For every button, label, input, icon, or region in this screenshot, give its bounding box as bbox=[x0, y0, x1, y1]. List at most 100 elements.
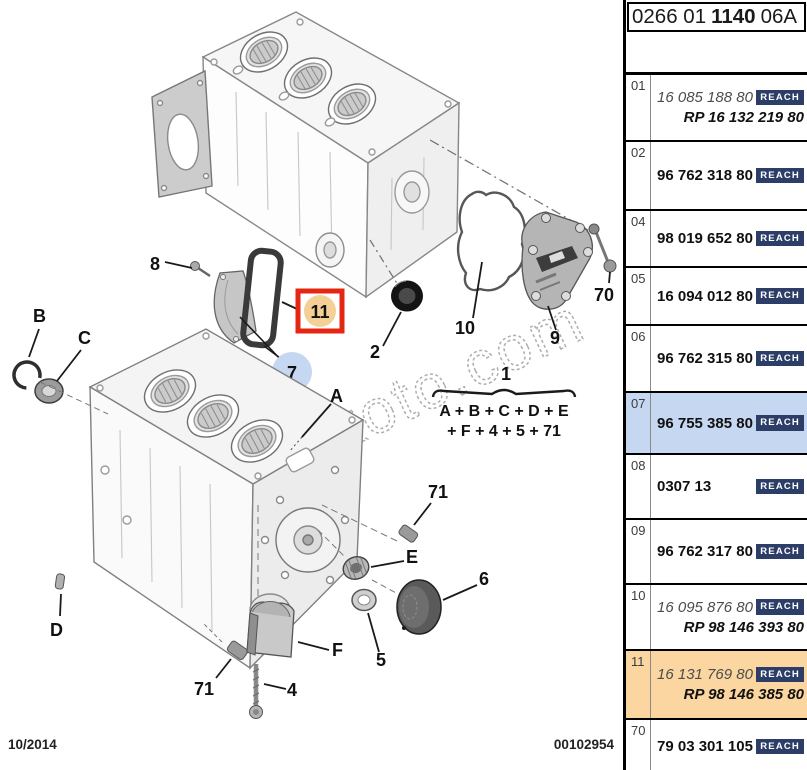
callout-C-label[interactable]: C bbox=[78, 328, 91, 348]
callout-11-label[interactable]: 11 bbox=[310, 302, 329, 322]
table-row-11-selected[interactable]: 11 16 131 769 80 REACH RP 98 146 385 80 bbox=[626, 651, 807, 720]
replacement-part-number: RP 98 146 385 80 bbox=[683, 686, 804, 703]
issue-date: 10/2014 bbox=[8, 737, 57, 752]
table-row-08[interactable]: 08 0307 13 REACH bbox=[626, 455, 807, 520]
table-row-70[interactable]: 70 79 03 301 105 REACH bbox=[626, 720, 807, 770]
exploded-view-diagram: duyukoto.com bbox=[8, 11, 617, 752]
assembly-formula: A + B + C + D + E + F + 4 + 5 + 71 bbox=[431, 388, 577, 440]
callout-71-bottom-label[interactable]: 71 bbox=[194, 679, 214, 699]
callout-F-label[interactable]: F bbox=[332, 640, 343, 660]
reach-badge[interactable]: REACH bbox=[756, 738, 804, 755]
stud-71-bottom-drawing bbox=[226, 640, 248, 660]
part-number: 96 755 385 80 bbox=[657, 414, 753, 432]
callout-1-label[interactable]: 1 bbox=[501, 364, 511, 384]
replacement-part-number: RP 16 132 219 80 bbox=[683, 109, 804, 126]
callout-6-label[interactable]: 6 bbox=[479, 569, 489, 589]
reach-badge[interactable]: REACH bbox=[756, 89, 804, 106]
callout-9-label[interactable]: 9 bbox=[550, 328, 560, 348]
callout-7-label[interactable]: 7 bbox=[287, 363, 297, 383]
row-index: 70 bbox=[626, 720, 651, 770]
part-number: 0307 13 bbox=[657, 478, 712, 495]
timing-gasket-drawing bbox=[456, 190, 526, 292]
callout-2-label[interactable]: 2 bbox=[370, 342, 380, 362]
part-number: 96 762 318 80 bbox=[657, 167, 753, 184]
bolt-70-drawing bbox=[588, 223, 617, 284]
row-index: 11 bbox=[626, 651, 651, 718]
callout-10-label[interactable]: 10 bbox=[455, 318, 475, 338]
reach-badge[interactable]: REACH bbox=[756, 666, 804, 683]
part-number: 16 131 769 80 bbox=[657, 666, 753, 683]
callout-B-label[interactable]: B bbox=[33, 306, 46, 326]
diagram-panel: duyukoto.com bbox=[8, 11, 617, 752]
bolt-8-drawing bbox=[190, 261, 211, 278]
circlip-B-drawing bbox=[12, 360, 42, 390]
upper-engine-block-drawing bbox=[151, 11, 461, 299]
row-index: 01 bbox=[626, 75, 651, 140]
row-index: 02 bbox=[626, 142, 651, 209]
part-number: 96 762 317 80 bbox=[657, 543, 753, 560]
table-row-06[interactable]: 06 96 762 315 80 REACH bbox=[626, 326, 807, 393]
callout-8-label[interactable]: 8 bbox=[150, 254, 160, 274]
parts-list-panel: 0266 01 1140 06A 01 16 085 188 80 REACH … bbox=[623, 0, 807, 770]
seal-ring-5-drawing bbox=[351, 588, 377, 612]
table-row-04[interactable]: 04 98 019 652 80 REACH bbox=[626, 211, 807, 268]
lower-engine-block-drawing bbox=[88, 328, 365, 670]
reach-badge[interactable]: REACH bbox=[756, 288, 804, 304]
replacement-part-number: RP 98 146 393 80 bbox=[683, 618, 804, 636]
reach-badge[interactable]: REACH bbox=[756, 599, 804, 615]
catalog-reference-box: 0266 01 1140 06A bbox=[627, 2, 806, 32]
row-index: 05 bbox=[626, 268, 651, 324]
table-row-05[interactable]: 05 16 094 012 80 REACH bbox=[626, 268, 807, 326]
stud-71-top-drawing bbox=[398, 524, 419, 543]
formula-line-1: A + B + C + D + E bbox=[439, 403, 569, 420]
row-index: 04 bbox=[626, 211, 651, 266]
callout-A-label[interactable]: A bbox=[330, 386, 343, 406]
catalog-ref-right: 06A bbox=[760, 5, 798, 28]
callout-71-top-label[interactable]: 71 bbox=[428, 482, 448, 502]
table-row-01[interactable]: 01 16 085 188 80 REACH RP 16 132 219 80 bbox=[626, 75, 807, 142]
table-row-09[interactable]: 09 96 762 317 80 REACH bbox=[626, 520, 807, 585]
reach-badge[interactable]: REACH bbox=[756, 230, 804, 247]
cover-gasket-drawing bbox=[240, 247, 284, 349]
callout-D-label[interactable]: D bbox=[50, 620, 63, 640]
row-index: 07 bbox=[626, 393, 651, 453]
dowel-pin-D-drawing bbox=[54, 573, 66, 590]
row-index: 06 bbox=[626, 326, 651, 391]
end-gasket-drawing bbox=[151, 69, 213, 198]
part-number: 16 094 012 80 bbox=[657, 287, 753, 305]
callout-70-label[interactable]: 70 bbox=[594, 285, 614, 305]
table-row-10[interactable]: 10 16 095 876 80 REACH RP 98 146 393 80 bbox=[626, 585, 807, 651]
parts-table: 01 16 085 188 80 REACH RP 16 132 219 80 … bbox=[626, 72, 807, 770]
reach-badge[interactable]: REACH bbox=[756, 167, 804, 184]
highlighted-callout-11[interactable]: 11 bbox=[295, 288, 345, 334]
formula-line-2: + F + 4 + 5 + 71 bbox=[447, 423, 561, 440]
callout-E-label[interactable]: E bbox=[406, 547, 418, 567]
part-number: 96 762 315 80 bbox=[657, 350, 753, 367]
reach-badge[interactable]: REACH bbox=[756, 415, 804, 431]
end-plate-6-drawing bbox=[396, 579, 442, 635]
document-number: 00102954 bbox=[554, 737, 615, 752]
seal-ring-C-drawing bbox=[34, 378, 64, 404]
row-index: 09 bbox=[626, 520, 651, 583]
catalog-ref-left: 0266 01 bbox=[632, 5, 707, 28]
callout-4-label[interactable]: 4 bbox=[287, 680, 297, 700]
row-index: 08 bbox=[626, 455, 651, 518]
catalog-ref-bold: 1140 bbox=[711, 5, 756, 28]
reach-badge[interactable]: REACH bbox=[756, 478, 804, 495]
part-number: 79 03 301 105 bbox=[657, 738, 753, 755]
crankshaft-seal-drawing bbox=[391, 280, 423, 312]
part-number: 16 085 188 80 bbox=[657, 89, 753, 106]
part-number: 16 095 876 80 bbox=[657, 598, 753, 616]
cylinder-bores-upper bbox=[239, 31, 377, 125]
timing-cover-plate-drawing bbox=[521, 211, 593, 310]
table-row-07-selected[interactable]: 07 96 755 385 80 REACH bbox=[626, 393, 807, 455]
reach-badge[interactable]: REACH bbox=[756, 543, 804, 560]
reach-badge[interactable]: REACH bbox=[756, 350, 804, 367]
part-number: 98 019 652 80 bbox=[657, 230, 753, 247]
table-row-02[interactable]: 02 96 762 318 80 REACH bbox=[626, 142, 807, 211]
bearing-E-drawing bbox=[342, 556, 370, 580]
row-index: 10 bbox=[626, 585, 651, 649]
bearing-cap-F-drawing bbox=[246, 600, 295, 658]
callout-5-label[interactable]: 5 bbox=[376, 650, 386, 670]
